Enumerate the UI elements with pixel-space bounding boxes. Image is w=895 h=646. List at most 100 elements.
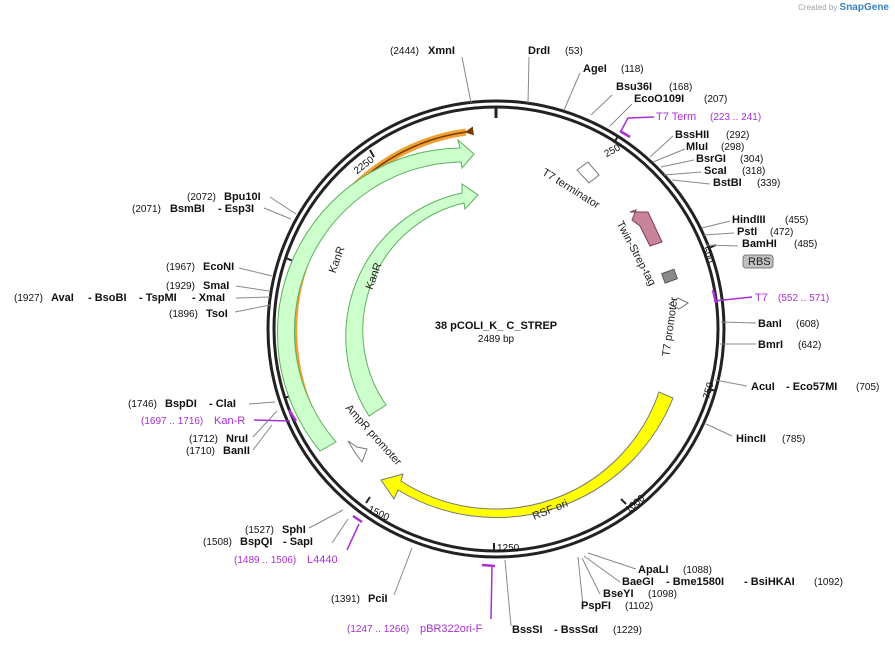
site-pos-econi: (1967) <box>166 262 195 273</box>
site-bspqi: BspQI <box>240 536 272 548</box>
site-pos-ecoo109i: (207) <box>704 94 727 105</box>
rbs-label: RBS <box>748 256 771 268</box>
site-clai: - ClaI <box>209 398 236 410</box>
site-agei: AgeI <box>583 63 607 75</box>
backbone-outer <box>266 99 726 559</box>
watermark-created-by: Created by <box>798 3 838 12</box>
tick-750: 750 <box>702 381 717 400</box>
site-pos-sphi: (1527) <box>245 525 274 536</box>
kanr-outer-label: KanR <box>327 245 348 275</box>
twin-strep-tag-arrow <box>629 209 663 247</box>
site-pos-bspdi: (1746) <box>128 399 157 410</box>
t7-terminator-arrow <box>576 161 600 184</box>
site-acui: AcuI <box>751 381 775 393</box>
site-pos-bsshii: (292) <box>726 130 749 141</box>
t7-promoter-label: T7 promoter <box>660 296 680 357</box>
site-avai: AvaI <box>51 292 74 304</box>
kanr-inner-arrow <box>345 183 479 417</box>
site-pos-nrui: (1712) <box>189 434 218 445</box>
site-pos-xmni: (2444) <box>390 46 419 57</box>
site-eco57mi: - Eco57MI <box>786 381 837 393</box>
site-pos-tsoi: (1896) <box>169 309 198 320</box>
site-bsobi: - BsoBI <box>88 292 127 304</box>
site-bsu36i: Bsu36I <box>616 81 652 93</box>
site-bsssai: - BssSαI <box>554 624 598 636</box>
site-pos-scai: (318) <box>742 166 765 177</box>
snapgene-watermark: Created by SnapGene <box>798 2 889 13</box>
primer-l4440: L4440 <box>307 554 338 566</box>
site-leaders <box>234 56 757 627</box>
site-bpu10i: Bpu10I <box>224 191 261 203</box>
site-pos-agei: (118) <box>621 64 644 75</box>
site-pos-bmri: (642) <box>798 340 821 351</box>
site-nrui: NruI <box>226 433 248 445</box>
site-psti: PstI <box>737 226 757 238</box>
site-pos-bani-608: (608) <box>796 319 819 330</box>
site-pos-baegi: (1092) <box>814 577 843 588</box>
tick-1250: 1250 <box>497 543 520 554</box>
site-pos-avai: (1927) <box>14 293 43 304</box>
site-pos-bspqi: (1508) <box>203 537 232 548</box>
plasmid-length: 2489 bp <box>478 334 515 345</box>
site-bmri: BmrI <box>758 339 783 351</box>
site-bstbi: BstBI <box>713 177 742 189</box>
site-pos-bpu10i: (2072) <box>187 192 216 203</box>
site-pos-bstbi: (339) <box>757 178 780 189</box>
site-tsoi: TsoI <box>206 308 228 320</box>
plasmid-name: 38 pCOLI_K_ C_STREP <box>435 320 557 332</box>
site-pos-mlui: (298) <box>721 142 744 153</box>
site-esp3i: - Esp3I <box>218 203 254 215</box>
primer-t7: T7 <box>755 292 768 304</box>
primer-pos-l4440: (1489 .. 1506) <box>234 555 296 566</box>
site-tspmi: - TspMI <box>139 292 177 304</box>
site-banii: BanII <box>223 445 250 457</box>
rsf-ori-arrow <box>380 391 674 519</box>
site-pos-psti: (472) <box>770 227 793 238</box>
primer-t7-term: T7 Term <box>656 111 696 123</box>
site-xmai: - XmaI <box>192 292 225 304</box>
site-baegi: BaeGI <box>622 576 654 588</box>
kanr-outer-arrow <box>277 138 475 452</box>
site-sapi: - SapI <box>283 536 313 548</box>
site-bspdi: BspDI <box>165 398 197 410</box>
watermark-brand: SnapGene <box>839 2 889 13</box>
site-hindiii: HindIII <box>732 214 766 226</box>
site-bsrgi: BsrGI <box>696 153 726 165</box>
site-bani-608: BanI <box>758 318 782 330</box>
site-pos-banii: (1710) <box>186 446 215 457</box>
site-pos-apali: (1088) <box>683 565 712 576</box>
site-pos-acui: (705) <box>856 382 879 393</box>
site-bseyi: BseYI <box>603 588 634 600</box>
site-mlui: MluI <box>686 141 708 153</box>
site-drdi: DrdI <box>528 45 550 57</box>
site-pos-bamhi: (485) <box>794 239 817 250</box>
t7-promoter-arrow <box>668 297 689 310</box>
rbs-box <box>661 268 678 284</box>
site-bme1580i: - Bme1580I <box>666 576 724 588</box>
site-apali: ApaLI <box>638 564 669 576</box>
primer-pos-pbr322ori-f: (1247 .. 1266) <box>347 624 409 635</box>
site-smai: SmaI <box>203 280 229 292</box>
site-pcii: PciI <box>368 593 388 605</box>
primer-pbr322ori-f: pBR322ori-F <box>420 623 483 635</box>
tick-1500: 1500 <box>366 504 391 524</box>
primer-kan-r: Kan-R <box>214 415 245 427</box>
site-pspfi: PspFI <box>581 600 611 612</box>
site-pos-bsu36i: (168) <box>669 82 692 93</box>
site-econi: EcoNI <box>203 261 234 273</box>
site-ecoo109i: EcoO109I <box>634 93 684 105</box>
site-sphi: SphI <box>282 524 306 536</box>
site-pos-bsmbi: (2071) <box>132 204 161 215</box>
rbs-label-box <box>742 254 774 269</box>
site-pos-smai: (1929) <box>166 281 195 292</box>
site-bsssi: BssSI <box>512 624 543 636</box>
site-pos-pspfi: (1102) <box>625 601 653 612</box>
site-pos-hincii: (785) <box>782 434 805 445</box>
site-pos-bsrgi: (304) <box>740 154 763 165</box>
site-pos-bseyi: (1098) <box>648 589 677 600</box>
site-pos-hindiii: (455) <box>785 215 808 226</box>
site-pos-pcii: (1391) <box>331 594 360 605</box>
primer-leaders <box>253 116 753 620</box>
site-bamhi: BamHI <box>742 238 777 250</box>
